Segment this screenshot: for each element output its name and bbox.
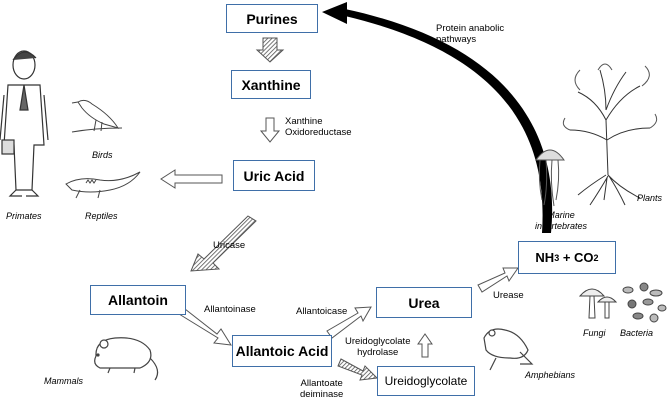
node-urea: Urea: [376, 287, 472, 318]
label-primates: Primates: [6, 211, 42, 221]
label-plants: Plants: [637, 193, 663, 203]
nh3-text: NH: [535, 250, 555, 265]
arrow-xanthine-uricacid: [259, 117, 281, 143]
arrow-urea-nh3: [477, 267, 519, 293]
reptile-illustration: [65, 171, 141, 199]
amphibian-illustration: [483, 328, 534, 371]
label-marine-line2: invertebrates: [535, 221, 588, 231]
label-allantoate-deiminase: Allantoate deiminase: [300, 378, 343, 400]
label-uricase: Uricase: [213, 240, 246, 251]
label-marine-invertebrates: Marine invertebrates: [535, 210, 587, 232]
bacteria-illustration: [622, 282, 667, 323]
label-xanthine-oxidoreductase: Xanthine Oxidoreductase: [285, 116, 352, 138]
label-pa-line1: Protein anabolic: [436, 23, 505, 34]
arrow-purines-xanthine: [255, 37, 285, 63]
label-protein-anabolic: Protein anabolic pathways: [436, 23, 504, 45]
nh3-subscript: 3: [554, 252, 560, 263]
label-mammals: Mammals: [44, 376, 84, 386]
mammal-illustration: [94, 337, 159, 381]
arrow-uricacid-allantoin: [190, 215, 257, 272]
label-amphibians: Amphebians: [525, 370, 576, 380]
arrow-protein-anabolic-head: [322, 2, 347, 24]
fungi-illustration: [578, 288, 618, 319]
label-pa-line2: pathways: [436, 34, 477, 45]
label-ad-line1: Allantoate: [300, 378, 343, 389]
node-allantoic-acid: Allantoic Acid: [232, 335, 332, 367]
primate-illustration: [0, 50, 49, 197]
bird-illustration: [71, 99, 123, 133]
arrow-allantoicacid-ureidoglycolate: [337, 358, 379, 381]
arrow-ureidoglycolate-urea: [417, 333, 433, 358]
label-uh-line1: Ureidoglycolate: [345, 336, 411, 347]
label-uh-line2: hydrolase: [357, 347, 399, 358]
node-uric-acid: Uric Acid: [233, 160, 315, 191]
label-allantoicase: Allantoicase: [296, 306, 348, 317]
arrow-allantoin-allantoicacid: [178, 308, 232, 346]
arrow-uricacid-birds: [160, 169, 223, 189]
label-marine-line1: Marine: [547, 210, 575, 220]
label-ureidoglycolate-hydrolase: Ureidoglycolate hydrolase: [345, 336, 410, 358]
plant-illustration: [562, 63, 658, 206]
label-ad-line2: deiminase: [300, 389, 344, 400]
label-xo-line1: Xanthine: [285, 116, 323, 127]
label-fungi: Fungi: [583, 328, 606, 338]
label-reptiles: Reptiles: [85, 211, 118, 221]
node-purines: Purines: [226, 4, 318, 33]
label-bacteria: Bacteria: [620, 328, 654, 338]
marine-invertebrate-illustration: [535, 149, 565, 207]
arrow-protein-anabolic: [345, 9, 553, 233]
node-allantoin: Allantoin: [90, 285, 186, 315]
node-xanthine: Xanthine: [231, 70, 311, 99]
label-birds: Birds: [92, 150, 113, 160]
label-urease: Urease: [493, 290, 524, 301]
label-allantoinase: Allantoinase: [204, 304, 256, 315]
label-xo-line2: Oxidoreductase: [285, 127, 352, 138]
plus-co2-text: + CO: [559, 250, 594, 265]
arrow-allantoicacid-urea: [326, 306, 372, 339]
co2-subscript: 2: [593, 252, 599, 263]
node-ureidoglycolate: Ureidoglycolate: [377, 366, 475, 396]
